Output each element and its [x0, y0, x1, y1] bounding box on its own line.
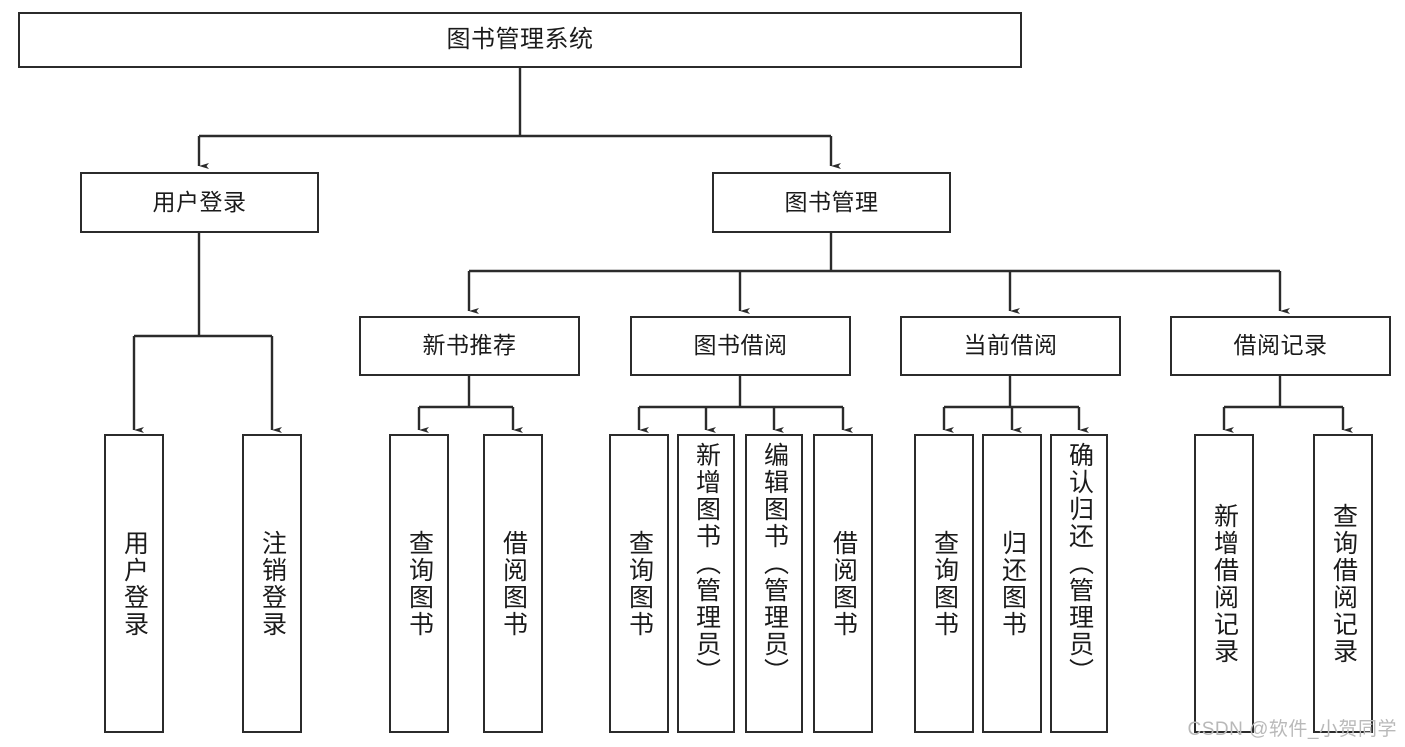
leaf-edit-book-admin-label: 编辑图书（管理员） [760, 442, 789, 685]
leaf-borrow-book-2[interactable]: 借阅图书 [813, 434, 873, 733]
leaf-query-book-1[interactable]: 查询图书 [389, 434, 449, 733]
leaf-user-login[interactable]: 用户登录 [104, 434, 164, 733]
node-book-manage[interactable]: 图书管理 [712, 172, 951, 233]
leaf-add-borrow-record[interactable]: 新增借阅记录 [1194, 434, 1254, 733]
leaf-edit-book-admin[interactable]: 编辑图书（管理员） [745, 434, 803, 733]
leaf-borrow-book-1-label: 借阅图书 [499, 529, 528, 638]
leaf-return-book-label: 归还图书 [998, 529, 1027, 638]
node-new-book-recommend-label: 新书推荐 [422, 332, 517, 359]
watermark-text: CSDN @软件_小贺同学 [1187, 719, 1397, 740]
node-root-label: 图书管理系统 [446, 25, 594, 53]
node-borrow-record-label: 借阅记录 [1233, 332, 1328, 359]
node-book-manage-label: 图书管理 [784, 188, 879, 215]
leaf-query-book-2[interactable]: 查询图书 [609, 434, 669, 733]
leaf-add-borrow-record-label: 新增借阅记录 [1210, 502, 1239, 665]
leaf-return-book[interactable]: 归还图书 [982, 434, 1042, 733]
node-current-borrow[interactable]: 当前借阅 [900, 316, 1121, 376]
leaf-logout-login[interactable]: 注销登录 [242, 434, 302, 733]
leaf-logout-login-label: 注销登录 [258, 529, 287, 638]
node-borrow-record[interactable]: 借阅记录 [1170, 316, 1391, 376]
leaf-borrow-book-2-label: 借阅图书 [829, 529, 858, 638]
leaf-query-book-3-label: 查询图书 [930, 529, 959, 638]
node-current-borrow-label: 当前借阅 [963, 332, 1058, 359]
node-root[interactable]: 图书管理系统 [18, 12, 1022, 68]
leaf-query-book-3[interactable]: 查询图书 [914, 434, 974, 733]
leaf-query-book-2-label: 查询图书 [625, 529, 654, 638]
leaf-add-book-admin-label: 新增图书（管理员） [692, 442, 721, 685]
leaf-query-borrow-record[interactable]: 查询借阅记录 [1313, 434, 1373, 733]
leaf-confirm-return-admin-label: 确认归还（管理员） [1065, 442, 1094, 685]
node-book-borrow[interactable]: 图书借阅 [630, 316, 851, 376]
leaf-confirm-return-admin[interactable]: 确认归还（管理员） [1050, 434, 1108, 733]
leaf-add-book-admin[interactable]: 新增图书（管理员） [677, 434, 735, 733]
leaf-query-borrow-record-label: 查询借阅记录 [1329, 502, 1358, 665]
node-book-borrow-label: 图书借阅 [693, 332, 788, 359]
node-new-book-recommend[interactable]: 新书推荐 [359, 316, 580, 376]
leaf-user-login-label: 用户登录 [120, 529, 149, 638]
leaf-borrow-book-1[interactable]: 借阅图书 [483, 434, 543, 733]
node-user-login[interactable]: 用户登录 [80, 172, 319, 233]
node-user-login-label: 用户登录 [152, 188, 247, 215]
leaf-query-book-1-label: 查询图书 [405, 529, 434, 638]
